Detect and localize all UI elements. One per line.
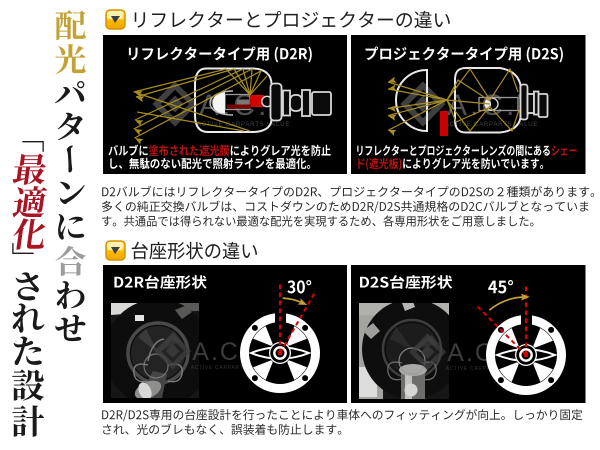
- svg-text:ACTIVE CARPARTS VALUE: ACTIVE CARPARTS VALUE: [191, 365, 269, 371]
- svg-text:ACTIVE CARPARTS VALUE: ACTIVE CARPARTS VALUE: [197, 122, 290, 128]
- svg-text:ACTIVE CARPARTS VALUE: ACTIVE CARPARTS VALUE: [445, 122, 538, 128]
- svg-text:ACTIVE CARPARTS VALUE: ACTIVE CARPARTS VALUE: [446, 366, 524, 372]
